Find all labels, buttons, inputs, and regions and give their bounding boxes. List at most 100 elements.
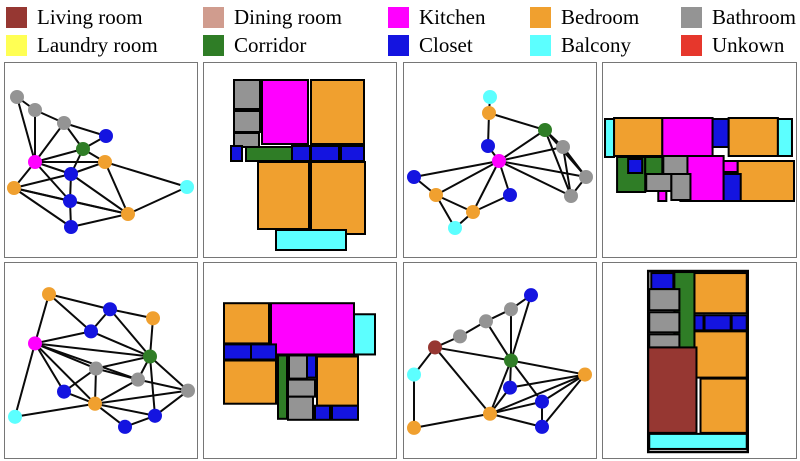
graph-node-closet — [84, 324, 98, 339]
room-balcony — [353, 313, 376, 356]
graph-node-corridor — [143, 349, 157, 364]
legend-label: Kitchen — [419, 4, 486, 29]
graph-node-closet — [535, 394, 549, 409]
graph-svg — [407, 90, 593, 235]
legend-label: Laundry room — [37, 32, 158, 57]
floorplan-panel-4 — [602, 262, 797, 459]
graph-edge — [34, 342, 65, 393]
room-bathroom — [670, 173, 692, 201]
room-balcony — [776, 118, 793, 157]
graph-node-bathroom — [564, 189, 578, 203]
room-bedroom — [613, 117, 664, 157]
graph-edge — [510, 359, 586, 376]
graph-edge — [63, 122, 107, 137]
graph-edge — [90, 330, 151, 358]
room-bedroom — [727, 117, 779, 157]
kitchen-swatch — [388, 6, 409, 28]
room-bathroom — [287, 378, 316, 398]
graph-edge — [510, 359, 543, 403]
room-closet — [722, 173, 742, 202]
graph-node-bedroom — [466, 205, 480, 219]
graph-panel-2 — [403, 62, 597, 258]
graph-edge — [498, 129, 546, 162]
graph-edge — [109, 308, 151, 358]
room-bathroom — [288, 354, 308, 380]
room-closet — [627, 158, 644, 174]
graph-edge — [34, 148, 84, 163]
graph-edge — [34, 342, 151, 358]
graph-node-bathroom — [453, 329, 467, 344]
graph-edge — [472, 160, 500, 213]
graph-edge — [509, 373, 586, 389]
room-bedroom — [693, 330, 748, 379]
graph-node-corridor — [76, 142, 90, 156]
graph-edge — [34, 122, 65, 163]
graph-node-corridor — [504, 353, 518, 368]
room-bedroom — [223, 359, 277, 405]
room-balcony — [604, 118, 616, 158]
graph-edge — [34, 342, 139, 381]
graph-edge — [95, 355, 151, 370]
graph-node-balcony — [180, 180, 194, 194]
room-bathroom — [648, 311, 681, 334]
room-closet — [306, 354, 317, 379]
graph-node-bedroom — [429, 188, 443, 202]
legend-label: Dining room — [234, 4, 342, 29]
graph-edge — [137, 378, 189, 392]
graph-node-balcony — [8, 409, 22, 424]
floorplan-svg — [646, 269, 750, 454]
graph-node-closet — [63, 194, 77, 208]
room-kitchen — [270, 302, 355, 356]
graph-node-balcony — [483, 90, 497, 104]
legend-item-dining-room: Dining room — [203, 3, 388, 31]
room-bathroom — [233, 79, 261, 110]
graph-node-living — [428, 340, 442, 355]
graph-svg — [407, 288, 592, 435]
room-kitchen — [657, 190, 668, 202]
graph-node-bedroom — [88, 396, 102, 411]
graph-node-balcony — [448, 221, 462, 235]
graph-edge — [562, 146, 572, 197]
graph-node-balcony — [407, 367, 421, 382]
room-bedroom — [699, 377, 748, 434]
room-bathroom — [662, 155, 689, 175]
graph-node-bedroom — [578, 367, 592, 382]
room-closet — [291, 145, 311, 162]
graph-edge — [34, 330, 92, 345]
graph-panel-3 — [4, 262, 198, 459]
room-bedroom — [310, 161, 366, 235]
legend-item-closet: Closet — [388, 31, 530, 59]
room-closet — [310, 145, 340, 162]
graph-edge — [13, 187, 72, 228]
legend: Living room Dining room Kitchen Bedroom … — [0, 3, 800, 59]
graph-edge — [70, 213, 129, 228]
graph-edge — [109, 308, 154, 320]
graph-node-kitchen — [28, 336, 42, 351]
graph-edge — [94, 378, 139, 405]
graph-edge — [489, 359, 512, 415]
graph-edge — [48, 293, 92, 333]
graph-node-closet — [503, 380, 517, 395]
graph-edge — [104, 161, 129, 215]
room-bathroom — [648, 288, 681, 312]
graph-node-bathroom — [10, 90, 24, 104]
graph-edge — [488, 112, 546, 131]
graph-edge — [34, 293, 50, 345]
graph-node-bathroom — [131, 372, 145, 387]
legend-label: Bedroom — [561, 4, 640, 29]
graph-node-closet — [503, 188, 517, 202]
room-living — [647, 346, 698, 434]
room-kitchen — [722, 160, 739, 173]
legend-item-bathroom: Bathroom — [681, 3, 800, 31]
graph-edge — [104, 161, 188, 188]
graph-node-bedroom — [146, 311, 160, 326]
graph-node-bathroom — [579, 170, 593, 184]
graph-edge — [489, 412, 543, 428]
closet-swatch — [388, 34, 409, 56]
room-closet — [711, 118, 730, 148]
graph-panel-4 — [403, 262, 597, 459]
legend-label: Bathroom — [712, 4, 796, 29]
room-closet — [314, 404, 331, 421]
graph-node-bedroom — [483, 406, 497, 421]
room-bathroom — [233, 132, 260, 148]
